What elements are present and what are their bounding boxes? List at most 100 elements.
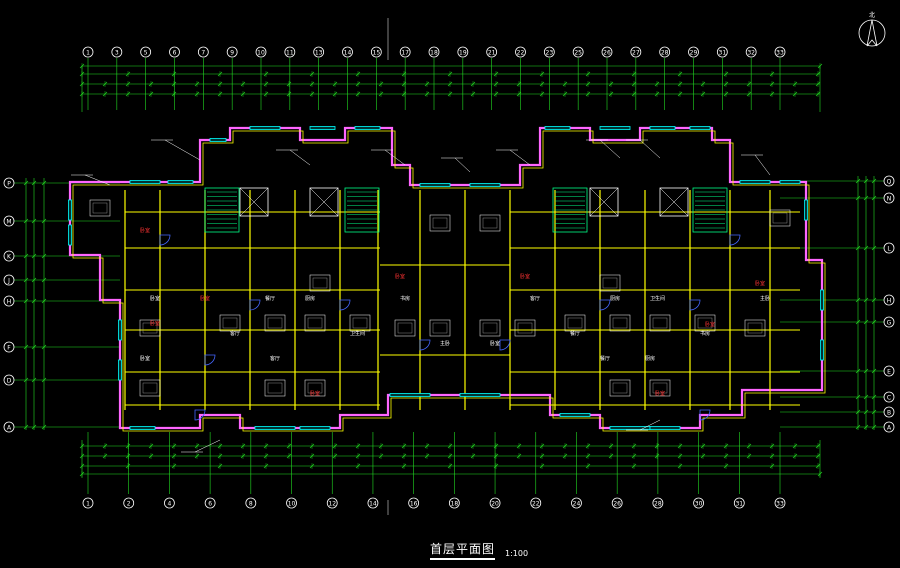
furniture-detail [397, 322, 413, 334]
window [118, 359, 122, 381]
window [354, 126, 381, 130]
axis-bubble-left-circle [3, 177, 15, 189]
dimension-tick [871, 394, 877, 400]
dimension-tick [31, 253, 37, 259]
furniture [304, 379, 326, 397]
axis-bubble-left-label: A [7, 425, 12, 432]
axis-bubble-bottom-circle [245, 497, 257, 509]
elevator-shaft [659, 187, 689, 217]
axis-bubble-right-circle [883, 316, 895, 328]
dimension-tick [855, 409, 861, 415]
dimension-tick [23, 277, 29, 283]
axis-bubble-right-circle [883, 421, 895, 433]
furniture-detail [482, 322, 498, 334]
axis-bubble-top-label: 5 [144, 50, 148, 57]
window [118, 319, 122, 341]
axis-bubble-right-label: L [887, 246, 891, 253]
window [129, 426, 156, 430]
furniture [264, 314, 286, 332]
room-label: 卫生间 [650, 295, 665, 302]
door-swing [339, 299, 351, 311]
dimension-tick [31, 377, 37, 383]
axis-bubble-top-label: 17 [401, 50, 409, 57]
axis-bubble-top-circle [515, 46, 526, 58]
axis-bubble-bottom-label: 4 [167, 501, 171, 508]
axis-bubble-top-label: 9 [230, 50, 234, 57]
window [544, 126, 571, 130]
axis-bubble-top-circle [313, 46, 325, 58]
axis-bubble-right-label: N [887, 196, 892, 203]
furniture-detail [92, 202, 108, 214]
furniture-detail [697, 317, 713, 329]
dimension-tick [863, 319, 869, 325]
dimension-tick [863, 297, 869, 303]
window [804, 199, 808, 221]
leader-line [84, 174, 111, 186]
axis-bubble-top-label: 21 [488, 50, 496, 57]
stair-core [204, 187, 240, 233]
axis-bubble-bottom-label: 18 [451, 501, 459, 508]
axis-bubble-left-label: M [6, 219, 11, 226]
axis-bubble-left-circle [3, 421, 15, 433]
dimension-tick [871, 424, 877, 430]
furniture [89, 199, 111, 217]
axis-bubble-right-label: E [887, 369, 891, 376]
window [309, 126, 336, 130]
dimension-tick [23, 180, 29, 186]
dimension-tick [871, 178, 877, 184]
dimension-tick [855, 245, 861, 251]
axis-bubble-bottom-label: 16 [410, 501, 418, 508]
furniture-detail [652, 382, 668, 394]
axis-bubble-top-circle [659, 46, 671, 58]
dimension-tick [41, 277, 47, 283]
axis-bubble-top-circle [226, 46, 238, 58]
dimension-tick [855, 195, 861, 201]
axis-bubble-top-circle [543, 46, 555, 58]
axis-bubble-top-label: 26 [603, 50, 611, 57]
axis-bubble-right-circle [883, 192, 895, 204]
furniture-detail [142, 322, 158, 334]
furniture [139, 319, 161, 337]
leader-line [454, 157, 471, 173]
axis-bubble-bottom-label: 26 [613, 501, 621, 508]
axis-bubble-left-circle [3, 215, 15, 227]
dimension-tick [855, 424, 861, 430]
axis-bubble-top-circle [572, 46, 584, 58]
room-tag: 卧室 [395, 273, 405, 280]
room-label: 主卧 [760, 295, 770, 302]
dimension-tick [41, 218, 47, 224]
room-label: 餐厅 [265, 295, 275, 302]
axis-bubble-bottom-circle [652, 497, 664, 509]
window [249, 126, 281, 130]
axis-bubble-top-circle [197, 46, 209, 58]
axis-bubble-top-circle [399, 46, 411, 58]
axis-bubble-top-circle [716, 46, 728, 58]
door-swing [699, 409, 711, 421]
axis-bubble-bottom-circle [204, 497, 216, 509]
axis-bubble-top-label: 1 [86, 50, 90, 57]
furniture-detail [517, 322, 533, 334]
axis-bubble-top-label: 7 [201, 50, 205, 57]
axis-bubble-bottom-circle [530, 497, 542, 509]
axis-bubble-bottom-label: 31 [735, 501, 743, 508]
window [389, 393, 431, 397]
furniture-detail [432, 217, 448, 229]
window [559, 413, 591, 417]
axis-bubble-bottom-circle [408, 497, 420, 509]
dimension-tick [31, 180, 37, 186]
window [68, 199, 72, 221]
axis-bubble-top-label: 19 [459, 50, 467, 57]
furniture [309, 274, 331, 292]
room-label: 卧室 [490, 340, 500, 347]
dimension-tick [863, 195, 869, 201]
axis-bubble-left-label: H [7, 299, 12, 306]
axis-bubble-right-circle [883, 365, 895, 377]
axis-bubble-bottom-circle [448, 497, 460, 509]
room-tag: 卧室 [310, 390, 320, 397]
furniture-detail [612, 317, 628, 329]
axis-bubble-bottom-circle [489, 497, 501, 509]
dimension-tick [863, 409, 869, 415]
axis-bubble-top-circle [140, 46, 152, 58]
furniture [264, 379, 286, 397]
